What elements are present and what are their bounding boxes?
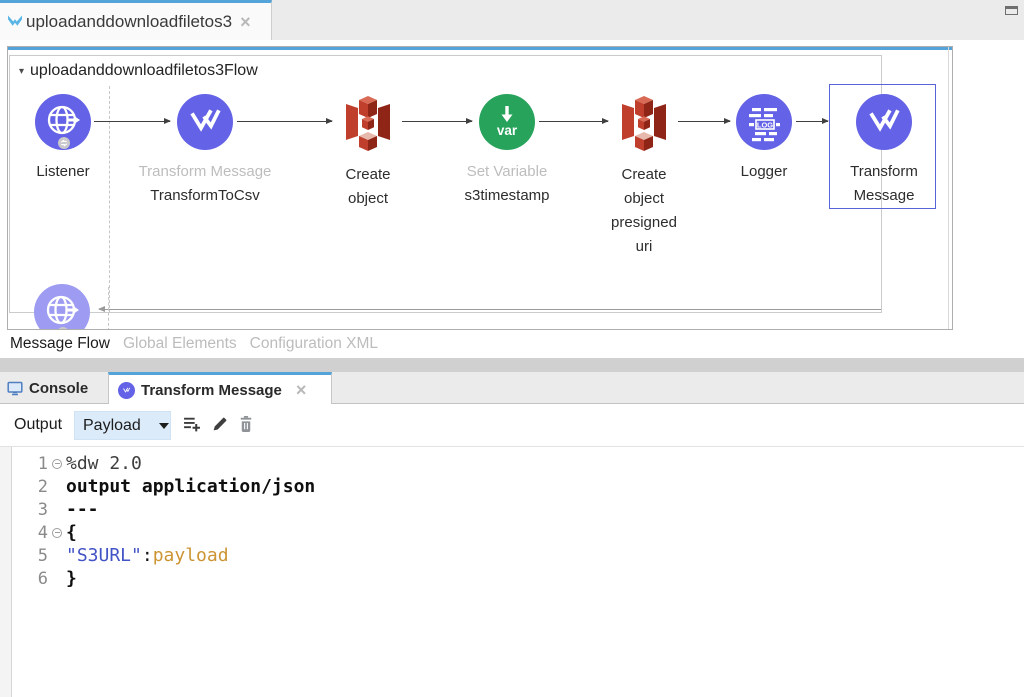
code-line: 6 } [12, 567, 1024, 590]
line-number: 1 [37, 453, 48, 474]
code-line: 2 output application/json [12, 475, 1024, 498]
flow-connector-arrow [94, 118, 171, 124]
component-label: Transform Message [850, 163, 918, 204]
code-text: { [66, 522, 77, 543]
dataweave-icon [118, 381, 135, 399]
selected-component-outline [829, 84, 936, 209]
code-line: 4 { [12, 521, 1024, 544]
flow-connector-arrow [539, 118, 609, 124]
code-lines: 1 %dw 2.0 2 output application/json 3 --… [12, 452, 1024, 590]
code-text: --- [66, 499, 99, 520]
flow-connector-arrow [237, 118, 333, 124]
component-label: Create object presigned uri [611, 166, 677, 255]
tab-global-elements[interactable]: Global Elements [122, 335, 237, 352]
console-icon [7, 381, 23, 396]
code-text: output application/json [66, 476, 316, 497]
fold-marker-icon[interactable] [52, 458, 62, 469]
flow-component-listener[interactable]: Listener [8, 94, 123, 184]
logger-icon [736, 94, 792, 150]
code-text: : [141, 545, 153, 566]
output-target-selector[interactable]: Payload [74, 411, 171, 440]
component-name: TransformToCsv [150, 187, 260, 204]
set-variable-icon [479, 94, 535, 150]
http-listener-icon [34, 284, 90, 329]
transform-tab-label: Transform Message [141, 381, 282, 399]
component-display-name: Transform Message [138, 163, 272, 180]
editor-tab-uploadanddownloadfiletos3[interactable]: uploadanddownloadfiletos3 × [0, 0, 272, 40]
code-text: %dw 2.0 [66, 453, 142, 474]
code-line: 1 %dw 2.0 [12, 452, 1024, 475]
restore-icon[interactable] [1005, 6, 1018, 15]
dataweave-editor[interactable]: 1 %dw 2.0 2 output application/json 3 --… [0, 447, 1024, 697]
line-number: 2 [37, 476, 48, 497]
canvas-right-track [948, 47, 949, 329]
dataweave-icon [856, 94, 912, 150]
flow-title: uploadanddownloadfiletos3Flow [30, 62, 258, 79]
component-name: s3timestamp [464, 187, 550, 204]
editor-tab-bar: uploadanddownloadfiletos3 × [0, 0, 1024, 40]
flow-component-create-object[interactable]: Create object [308, 94, 428, 211]
tab-transform-message[interactable]: Transform Message × [108, 372, 332, 405]
component-label: Logger [740, 163, 788, 180]
flow-canvas[interactable]: ▾ uploadanddownloadfiletos3Flow Listener [7, 46, 953, 330]
dropdown-caret-icon [158, 422, 169, 429]
output-target-value: Payload [83, 416, 141, 434]
console-tab-label: Console [29, 379, 89, 397]
transform-tab-close-icon[interactable]: × [295, 380, 307, 400]
flow-connector-arrow [678, 118, 731, 124]
edit-icon[interactable] [211, 415, 229, 433]
flow-component-transform-tocsv[interactable]: Transform Message TransformToCsv [139, 94, 271, 208]
source-separator-line [109, 86, 110, 313]
component-label: Listener [36, 163, 90, 180]
dataweave-icon [177, 94, 233, 150]
add-target-icon[interactable] [183, 415, 201, 433]
editor-tab-close-icon[interactable]: × [240, 11, 251, 32]
editor-tab-title: uploadanddownloadfiletos3 [26, 11, 233, 31]
code-line: 3 --- [12, 498, 1024, 521]
flow-component-set-variable[interactable]: Set Variable s3timestamp [447, 94, 567, 208]
source-separator-line [108, 287, 109, 329]
delete-icon[interactable] [237, 415, 255, 433]
code-variable: payload [152, 545, 229, 566]
code-line: 5 "S3URL":payload [12, 544, 1024, 567]
line-number: 6 [37, 568, 48, 589]
console-tab-bar: Console Transform Message × [0, 372, 1024, 405]
fold-marker-icon[interactable] [52, 527, 62, 538]
canvas-top-accent [8, 47, 952, 50]
line-number: 5 [37, 545, 48, 566]
flow-header: ▾ uploadanddownloadfiletos3Flow [19, 62, 258, 80]
code-string: "S3URL" [66, 545, 142, 566]
flow-component-transform-message[interactable]: Transform Message [824, 94, 944, 208]
mule-project-icon [7, 14, 23, 30]
tab-message-flow[interactable]: Message Flow [10, 335, 110, 352]
flow-component-listener-secondary[interactable] [34, 284, 90, 329]
flow-connector-arrow [796, 118, 829, 124]
flow-container: ▾ uploadanddownloadfiletos3Flow Listener [8, 55, 936, 313]
http-listener-icon [35, 94, 91, 150]
flow-component-create-object-presigned-uri[interactable]: Create object presigned uri [584, 94, 704, 259]
flow-connector-arrow [402, 118, 473, 124]
tab-console[interactable]: Console [0, 372, 106, 404]
component-display-name: Set Variable [466, 163, 548, 180]
return-connector-arrow [98, 306, 881, 312]
flow-component-logger[interactable]: Logger [704, 94, 824, 184]
code-text: } [66, 568, 77, 589]
collapse-triangle-icon[interactable]: ▾ [19, 65, 25, 77]
output-label: Output [14, 416, 63, 433]
s3-presigned-uri-icon [614, 91, 674, 153]
line-number: 3 [37, 499, 48, 520]
tab-configuration-xml[interactable]: Configuration XML [249, 335, 379, 352]
s3-create-object-icon [338, 91, 398, 153]
section-divider [0, 358, 1024, 372]
canvas-view-tabs: Message Flow Global Elements Configurati… [0, 330, 1024, 358]
component-label: Create object [345, 166, 391, 207]
transform-toolbar: Output Payload [0, 404, 1024, 447]
line-number: 4 [37, 522, 48, 543]
editor-gutter [0, 447, 12, 697]
